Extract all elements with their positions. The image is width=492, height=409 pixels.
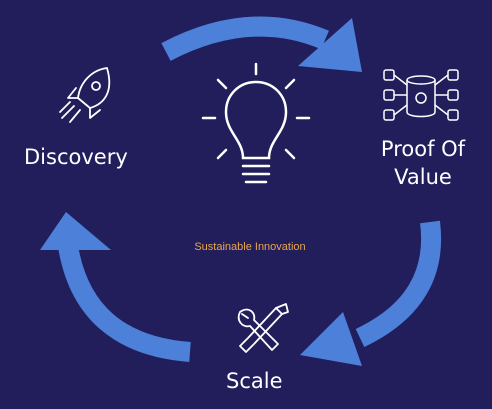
node-label-discovery: Discovery xyxy=(24,145,128,169)
center-label: Sustainable Innovation xyxy=(194,241,306,253)
arrow-discovery-to-pov xyxy=(161,16,362,72)
node-label-proof-of-value: Proof Of Value xyxy=(377,135,469,192)
node-label-scale: Scale xyxy=(226,369,283,393)
arrow-pov-to-scale xyxy=(300,220,442,366)
node-label-proof-of-value-line2: Value xyxy=(394,165,452,190)
node-label-proof-of-value-line1: Proof Of xyxy=(380,137,466,161)
arrow-scale-to-discovery xyxy=(40,212,191,362)
